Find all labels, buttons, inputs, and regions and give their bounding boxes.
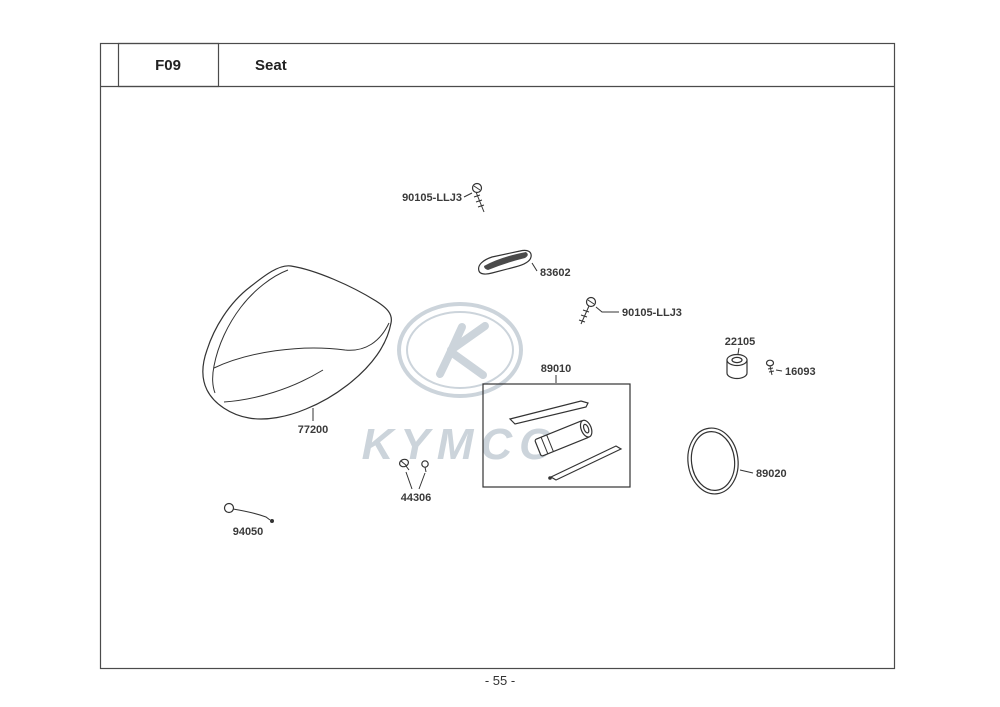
screw-drawing-90105-top: 90105-LLJ3 [402, 182, 485, 213]
fastener-left-slot [400, 460, 408, 467]
screw-drawing-16093: 16093 [765, 359, 816, 378]
wire-shaft [232, 508, 271, 521]
leader-16093 [775, 369, 783, 372]
leader-22105 [737, 347, 740, 355]
leader-44306-right [418, 472, 426, 490]
kymco-logo-outer-ellipse [397, 302, 523, 398]
tool-rod-upper [508, 400, 589, 425]
part-label-16093: 16093 [785, 366, 816, 378]
seat-left-edge-line [212, 269, 289, 394]
hinge-cover-shading [484, 252, 528, 270]
outer-border [99, 42, 896, 670]
kymco-watermark-text: KYMCO [362, 420, 561, 469]
tool-box-outline [482, 383, 631, 488]
part-label-90105-mid: 90105-LLJ3 [622, 307, 682, 319]
tool-box-drawing-89010: 89010 [482, 363, 631, 488]
collar-drawing-22105: 22105 [725, 336, 756, 380]
wire-ball-end [270, 519, 274, 523]
tool-rod-lower-tip [548, 476, 552, 480]
ring-inner [690, 431, 736, 491]
seat-lower-crease-line [223, 369, 324, 403]
section-code-box [117, 42, 220, 88]
wire-ring-end [223, 502, 235, 514]
leader-90105-top [463, 192, 473, 198]
tube-ridge-2 [540, 436, 549, 455]
seal-ring-drawing-89020: 89020 [687, 427, 787, 495]
collar-top [726, 353, 748, 367]
tube-ridge-1 [546, 434, 554, 452]
fastener-right-head [421, 460, 429, 468]
screw-threads [473, 194, 485, 208]
fasteners-drawing-44306: 44306 [398, 458, 432, 504]
collar-hole [731, 356, 743, 364]
seat-drawing-77200: 77200 [202, 265, 392, 436]
section-title: Seat [255, 57, 287, 74]
part-label-44306: 44306 [401, 492, 432, 504]
kymco-logo-k-mark [436, 322, 489, 379]
kymco-logo-inner-ellipse [406, 311, 514, 389]
tube-end-hole [582, 423, 590, 434]
part-label-77200: 77200 [298, 424, 329, 436]
leader-89020 [739, 469, 754, 474]
ring-outer [687, 427, 739, 495]
screw-threads [578, 309, 590, 323]
hinge-cover-drawing-83602: 83602 [478, 249, 571, 279]
part-label-89020: 89020 [756, 468, 787, 480]
screw-drawing-90105-mid: 90105-LLJ3 [578, 296, 682, 325]
page-frame: F09 Seat [99, 42, 896, 670]
part-label-83602: 83602 [540, 267, 571, 279]
seat-wire-drawing-94050: 94050 [223, 502, 274, 538]
screw-shank [475, 191, 485, 213]
leader-44306-left [405, 471, 413, 490]
tube-end [579, 419, 593, 438]
leader-83602 [531, 262, 538, 272]
screw-head [765, 359, 775, 367]
tool-plug-wrench-tube [534, 419, 593, 457]
part-label-94050: 94050 [233, 526, 264, 538]
seat-outline [202, 265, 392, 420]
page-number: - 55 - [485, 673, 515, 688]
fastener-right-shank [424, 466, 427, 473]
fastener-left-shank [405, 465, 410, 471]
part-label-89010: 89010 [541, 363, 572, 375]
tool-rod-lower [549, 445, 623, 481]
screw-shank [767, 365, 775, 376]
leader-90105-mid [595, 306, 619, 313]
part-label-22105: 22105 [725, 336, 756, 348]
part-label-90105-top: 90105-LLJ3 [402, 192, 462, 204]
screw-head-slot [473, 185, 481, 191]
kymco-watermark: KYMCO [362, 302, 561, 469]
seat-top-seam-line [213, 322, 390, 369]
screw-head-slot [587, 299, 595, 305]
section-code: F09 [155, 57, 181, 74]
